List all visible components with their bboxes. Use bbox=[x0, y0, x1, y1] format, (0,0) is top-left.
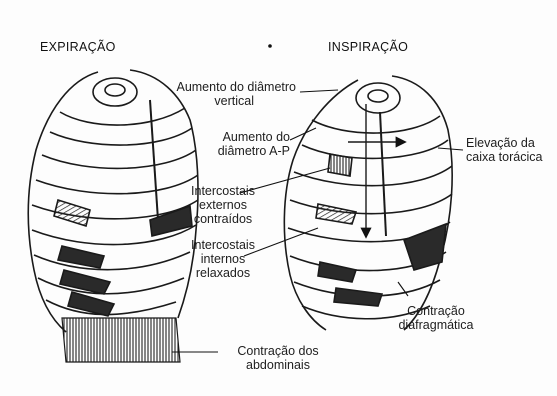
label-internal-intercostals-line3: relaxados bbox=[170, 266, 276, 280]
label-diaphragm-contraction-line1: Contração bbox=[384, 304, 488, 318]
label-vertical-diameter-line2: vertical bbox=[158, 94, 254, 108]
label-ap-diameter-line1: Aumento do bbox=[178, 130, 290, 144]
label-internal-intercostals-line1: Intercostais bbox=[170, 238, 276, 252]
heading-expiration: EXPIRAÇÃO bbox=[40, 40, 116, 54]
label-ap-diameter-line2: diâmetro A-P bbox=[178, 144, 290, 158]
label-external-intercostals-line3: contraídos bbox=[170, 212, 276, 226]
inspiration-ribcage bbox=[284, 76, 452, 330]
label-internal-intercostals-line2: internos bbox=[170, 252, 276, 266]
label-abdominal-contraction-line2: abdominais bbox=[220, 358, 336, 372]
label-ribcage-elevation-line1: Elevação da bbox=[466, 136, 535, 150]
label-ribcage-elevation-line2: caixa torácica bbox=[466, 150, 542, 164]
label-abdominal-contraction-line1: Contração dos bbox=[220, 344, 336, 358]
label-external-intercostals-line1: Intercostais bbox=[170, 184, 276, 198]
label-external-intercostals-line2: externos bbox=[170, 198, 276, 212]
separator-dot bbox=[268, 44, 272, 48]
label-diaphragm-contraction-line2: diafragmática bbox=[384, 318, 488, 332]
heading-inspiration: INSPIRAÇÃO bbox=[328, 40, 408, 54]
label-vertical-diameter-line1: Aumento do diâmetro bbox=[158, 80, 296, 94]
